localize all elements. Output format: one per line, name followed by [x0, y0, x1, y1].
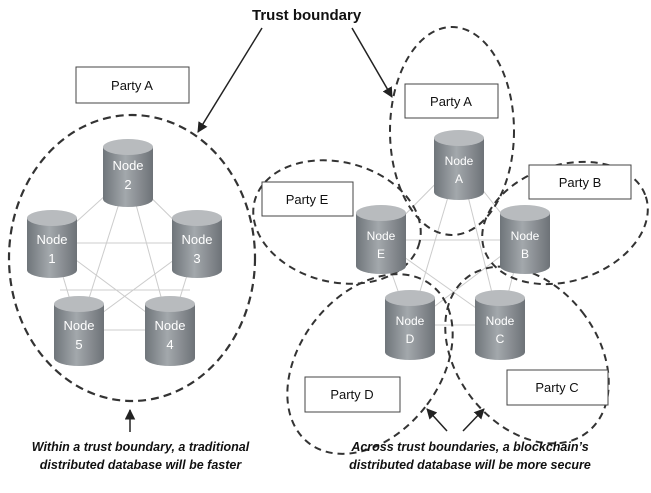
right-node: Node A [434, 130, 484, 200]
node-label-line1: Node [445, 154, 474, 168]
node-label-line2: 1 [48, 251, 55, 266]
node-label-line2: 3 [193, 251, 200, 266]
node-label-line2: C [496, 332, 505, 346]
svg-text:Party C: Party C [535, 380, 578, 395]
right-caption: Across trust boundaries, a blockchain’s … [315, 438, 625, 474]
left-node: Node 4 [145, 296, 195, 366]
party-c-label: Party C [506, 369, 609, 406]
right-node: Node B [500, 205, 550, 274]
left-caption: Within a trust boundary, a traditional d… [8, 438, 273, 474]
arrow-to-party-d-boundary [426, 408, 448, 432]
party-a-label: Party A [404, 83, 499, 119]
arrow-to-right-boundary [351, 27, 393, 98]
party-b-label: Party B [528, 164, 632, 200]
node-label-line1: Node [154, 318, 185, 333]
trust-boundary-party-a [389, 26, 515, 236]
node-label-line2: 4 [166, 337, 173, 352]
svg-text:Party D: Party D [330, 387, 373, 402]
node-label-line1: Node [36, 232, 67, 247]
node-label-line1: Node [112, 158, 143, 173]
left-node: Node 1 [27, 210, 77, 278]
svg-text:Party A: Party A [430, 94, 472, 109]
node-label-line1: Node [486, 314, 515, 328]
trust-boundary-party-e [252, 159, 422, 285]
node-label-line1: Node [396, 314, 425, 328]
left-node: Node 3 [172, 210, 222, 278]
node-label-line1: Node [511, 229, 540, 243]
right-caption-line2: distributed database will be more secure [349, 458, 591, 472]
left-node: Node 2 [103, 139, 153, 207]
left-trust-boundary [7, 113, 257, 403]
right-node: Node C [475, 290, 525, 360]
node-label-line1: Node [63, 318, 94, 333]
svg-text:Party A: Party A [111, 78, 153, 93]
node-label-line1: Node [181, 232, 212, 247]
arrow-to-party-c-boundary [462, 408, 485, 432]
right-node: Node E [356, 205, 406, 274]
svg-text:Party E: Party E [286, 192, 329, 207]
left-caption-line2: distributed database will be faster [39, 458, 242, 472]
node-label-line2: D [406, 332, 415, 346]
node-label-line1: Node [367, 229, 396, 243]
trust-boundary-title: Trust boundary [252, 7, 362, 24]
svg-text:Party B: Party B [559, 175, 602, 190]
node-label-line2: A [455, 172, 463, 186]
node-label-line2: E [377, 247, 385, 261]
trust-boundary-party-d [286, 273, 454, 455]
party-d-label: Party D [304, 376, 401, 413]
right-caption-line1: Across trust boundaries, a blockchain’s [351, 440, 589, 454]
node-label-line2: 2 [124, 177, 131, 192]
right-node: Node D [385, 290, 435, 360]
node-label-line2: 5 [75, 337, 82, 352]
left-node: Node 5 [54, 296, 104, 366]
left-caption-line1: Within a trust boundary, a traditional [31, 440, 250, 454]
left-party-a-label: Party A [75, 66, 190, 104]
party-e-label: Party E [261, 181, 354, 217]
node-label-line2: B [521, 247, 529, 261]
arrow-to-left-boundary [197, 27, 263, 133]
trust-boundary-party-c [444, 265, 610, 445]
